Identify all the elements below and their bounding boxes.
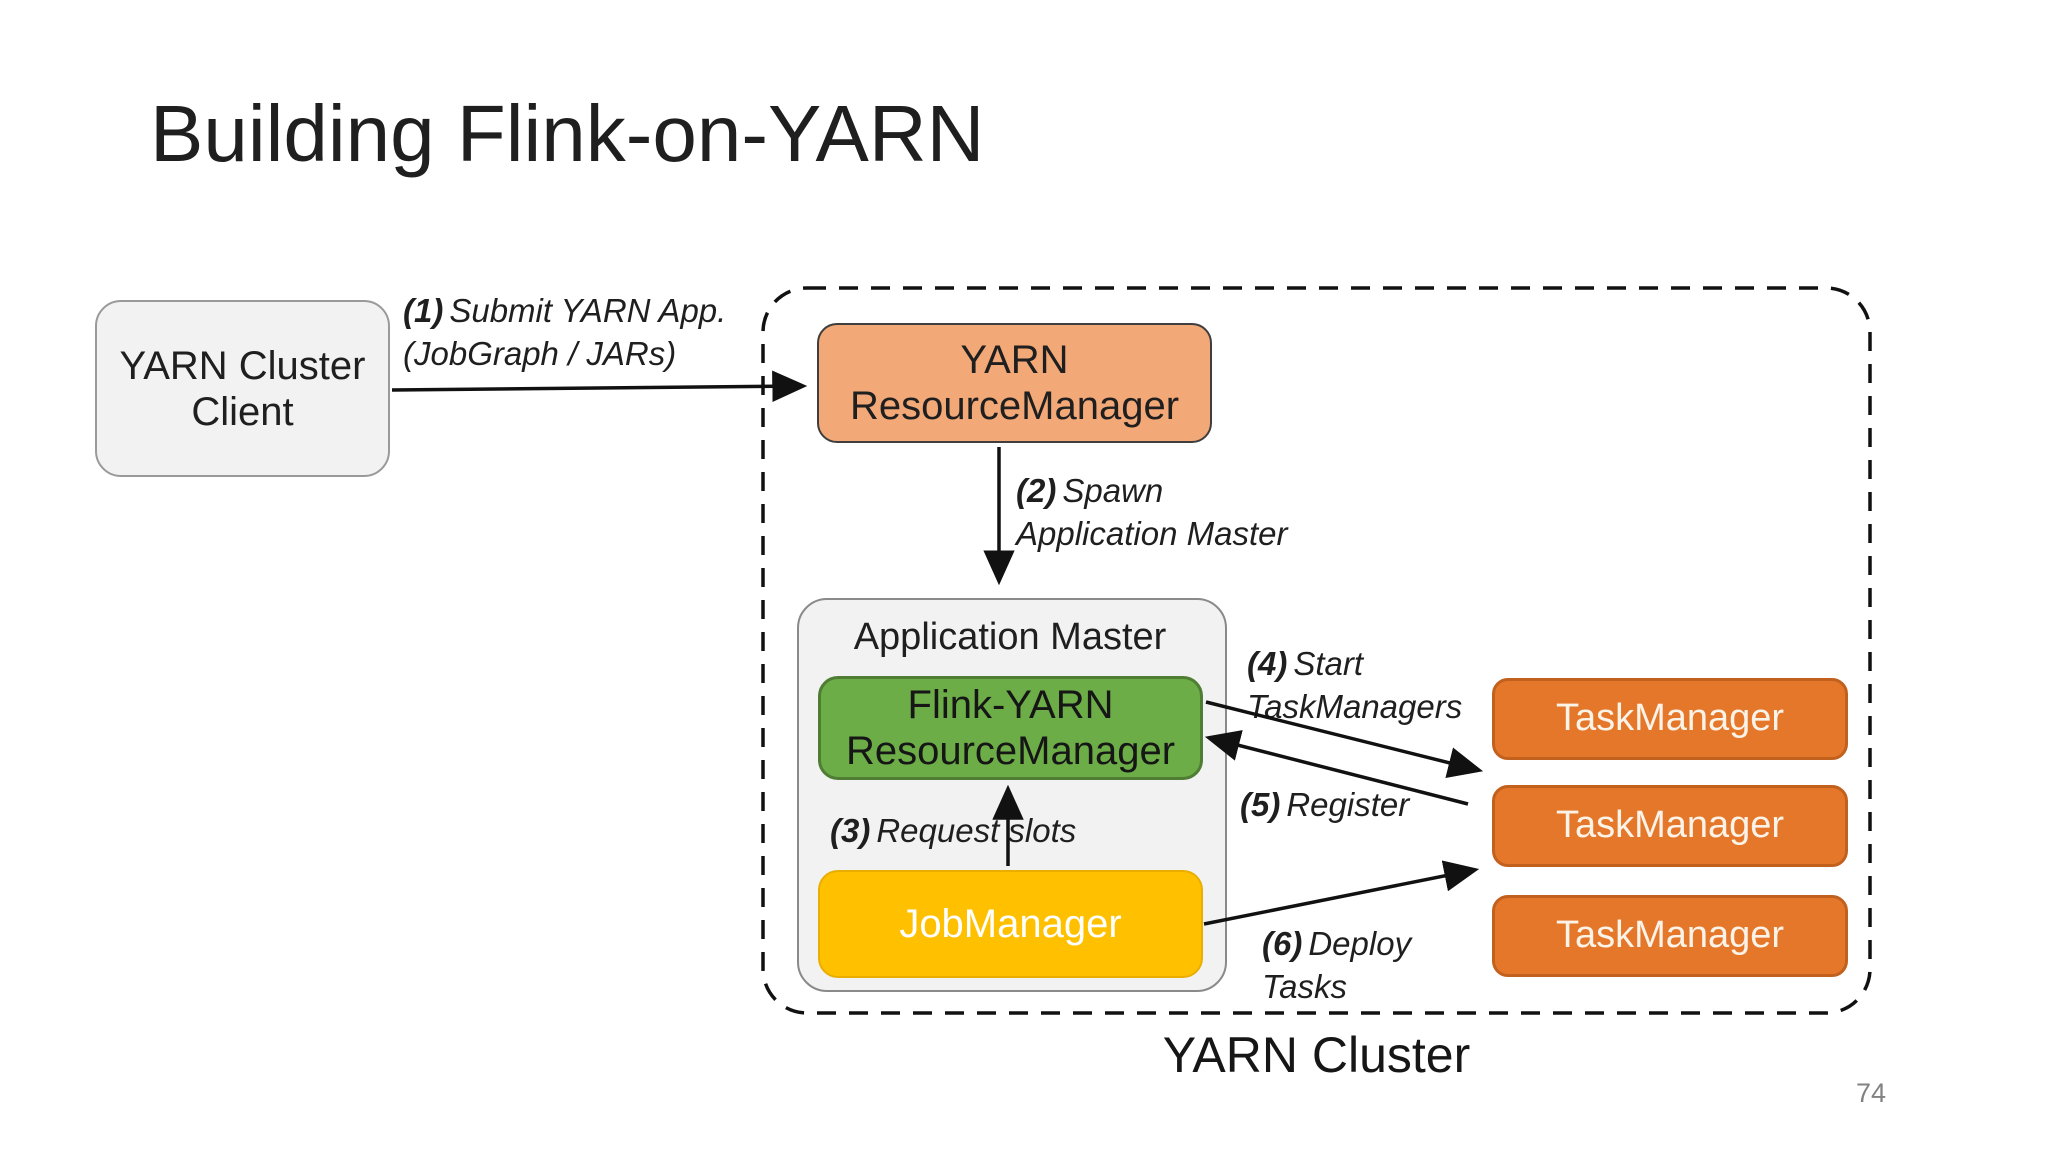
step5-label: (5)Register xyxy=(1240,784,1409,827)
application-master-title: Application Master xyxy=(853,616,1167,658)
taskmanager-label-3: TaskManager xyxy=(1555,914,1785,957)
step1-number: (1) xyxy=(403,292,444,329)
step5-number: (5) xyxy=(1240,786,1281,823)
step6-label: (6)Deploy Tasks xyxy=(1262,923,1411,1009)
step5-text: Register xyxy=(1286,786,1410,823)
step6-text2: Tasks xyxy=(1262,967,1347,1005)
step1-text2: (JobGraph / JARs) xyxy=(403,334,677,372)
taskmanager-box-1: TaskManager xyxy=(1492,678,1848,760)
flink-yarn-resourcemanager-box: Flink-YARN ResourceManager xyxy=(818,676,1203,780)
arrow-1-submit xyxy=(391,370,808,403)
step3-label: (3)Request slots xyxy=(830,810,1076,853)
yarn-cluster-caption: YARN Cluster xyxy=(1162,1027,1471,1083)
yarn-cluster-client-label-line1: YARN Cluster xyxy=(119,343,366,388)
flink-rm-label-line1: Flink-YARN xyxy=(907,683,1114,727)
step2-number: (2) xyxy=(1016,472,1057,509)
yarn-cluster-client-box: YARN Cluster Client xyxy=(95,300,390,477)
yarn-resourcemanager-box: YARN ResourceManager xyxy=(817,323,1212,443)
step4-label: (4)Start TaskManagers xyxy=(1247,643,1462,729)
step3-number: (3) xyxy=(830,812,871,849)
page-number: 74 xyxy=(1856,1078,1887,1108)
taskmanager-box-3: TaskManager xyxy=(1492,895,1848,977)
step2-text2: Application Master xyxy=(1016,514,1288,552)
step2-text: Spawn xyxy=(1062,472,1164,509)
yarn-rm-label-line2: ResourceManager xyxy=(849,384,1180,428)
taskmanager-box-2: TaskManager xyxy=(1492,785,1848,867)
jobmanager-box: JobManager xyxy=(818,870,1203,978)
arrow-6-deploy-tasks xyxy=(1203,860,1480,926)
step6-text: Deploy xyxy=(1308,925,1412,962)
yarn-rm-label-line1: YARN xyxy=(960,338,1069,382)
step1-label: (1)Submit YARN App. (JobGraph / JARs) xyxy=(403,290,726,376)
yarn-cluster-client-label-line2: Client xyxy=(191,389,294,434)
step2-label: (2)Spawn Application Master xyxy=(1016,470,1287,556)
taskmanager-label-2: TaskManager xyxy=(1555,804,1785,847)
taskmanager-label-1: TaskManager xyxy=(1555,697,1785,740)
step4-text2: TaskManagers xyxy=(1247,687,1463,725)
step1-text: Submit YARN App. xyxy=(449,292,727,329)
step4-number: (4) xyxy=(1247,645,1288,682)
flink-rm-label-line2: ResourceManager xyxy=(845,729,1176,773)
slide-title: Building Flink-on-YARN xyxy=(150,89,985,178)
step4-text: Start xyxy=(1293,645,1364,682)
jobmanager-label: JobManager xyxy=(899,902,1122,946)
step6-number: (6) xyxy=(1262,925,1303,962)
step3-text: Request slots xyxy=(876,812,1077,849)
